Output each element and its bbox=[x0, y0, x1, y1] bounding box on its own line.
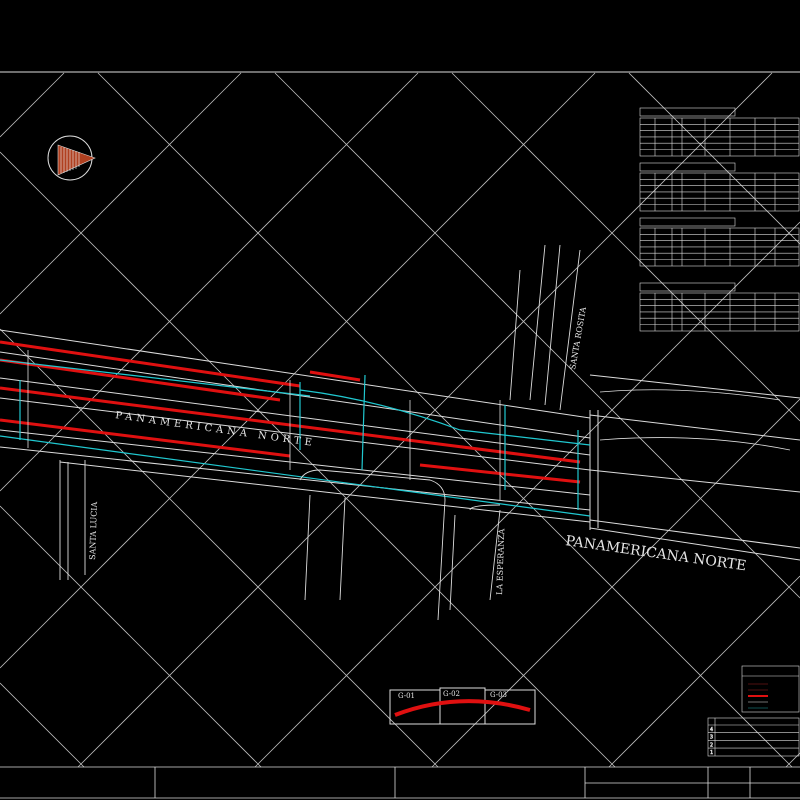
data-table bbox=[639, 107, 800, 157]
revision-number: 1 bbox=[710, 750, 713, 756]
north-arrow-icon bbox=[47, 135, 96, 181]
revision-number: 2 bbox=[710, 742, 713, 748]
key-plan-g01: G-01 bbox=[398, 692, 415, 700]
revision-number: 4 bbox=[710, 727, 713, 733]
street-label-2: LA ESPERANZA bbox=[495, 528, 506, 595]
grid-line bbox=[451, 72, 800, 422]
revision-number: 3 bbox=[710, 735, 713, 741]
grid-line bbox=[0, 72, 65, 138]
grid-line bbox=[0, 72, 419, 492]
grid-line bbox=[628, 72, 800, 245]
grid-line bbox=[608, 575, 800, 768]
grid-line bbox=[254, 221, 800, 768]
title-block bbox=[0, 766, 800, 799]
grid-line bbox=[0, 328, 439, 768]
grid-line bbox=[77, 72, 773, 768]
grid-line bbox=[274, 72, 800, 599]
data-table bbox=[639, 217, 800, 267]
street-label-1: SANTA LUCIA bbox=[88, 501, 99, 560]
key-plan: G-01 G-02 G-03 bbox=[389, 687, 536, 725]
data-table bbox=[639, 282, 800, 332]
grid-line bbox=[0, 72, 242, 315]
grid-line bbox=[97, 72, 793, 768]
grid-line bbox=[0, 151, 616, 768]
cross-streets bbox=[59, 244, 581, 621]
legend bbox=[741, 665, 800, 713]
revision-table: 4 32 1 bbox=[707, 717, 800, 756]
grid-line bbox=[0, 505, 262, 768]
grid-line bbox=[785, 752, 800, 768]
key-plan-g03: G-03 bbox=[490, 691, 507, 699]
data-tables bbox=[639, 107, 800, 332]
key-plan-g02: G-02 bbox=[443, 690, 460, 698]
grid-line bbox=[431, 398, 800, 768]
coordinate-grid bbox=[0, 72, 800, 768]
street-label-3: SANTA ROSITA bbox=[568, 306, 588, 370]
grid-line bbox=[0, 72, 596, 669]
grid-line bbox=[0, 682, 85, 768]
road-panamericana bbox=[0, 329, 800, 561]
road-label-main: PANAMERICANA NORTE bbox=[564, 533, 747, 574]
data-table bbox=[639, 162, 800, 212]
